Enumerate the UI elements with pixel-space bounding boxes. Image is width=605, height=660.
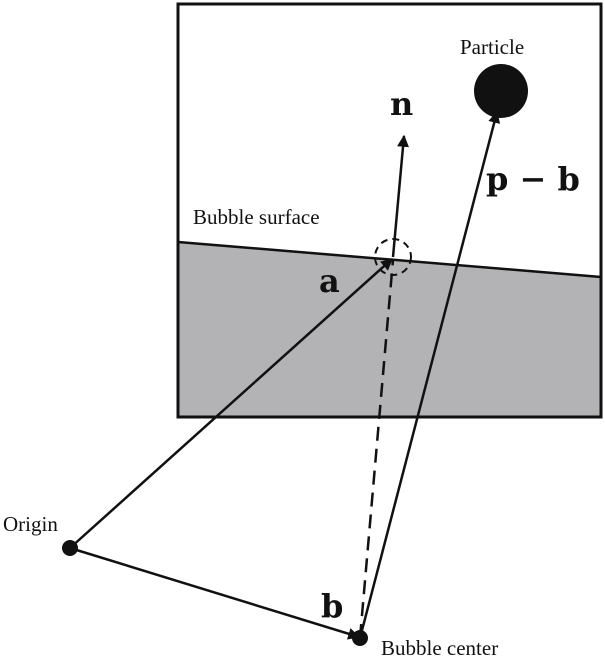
bubble-surface-label: Bubble surface: [193, 205, 320, 229]
vector-n-label: n: [390, 85, 413, 123]
surface-point-marker: [374, 238, 412, 276]
vector-b-label: b: [321, 587, 343, 625]
vector-b-arrow: [69, 546, 361, 640]
vector-a-label: a: [319, 262, 340, 300]
origin-label: Origin: [3, 512, 58, 536]
bubble-center-point: [352, 630, 368, 646]
particle-label: Particle: [460, 35, 524, 59]
origin-point: [62, 540, 78, 556]
vector-p-minus-b-arrow: [358, 110, 501, 639]
vector-a-arrow: [69, 258, 393, 549]
radius-dashed-line: [358, 259, 395, 639]
vector-p-minus-b-label: p − b: [486, 160, 580, 198]
bubble-region: [178, 242, 601, 417]
domain-box-border: [176, 2, 603, 419]
bubble-center-label: Bubble center: [381, 636, 498, 660]
particle-dot: [474, 64, 528, 118]
normal-vector-n-arrow: [391, 134, 409, 258]
